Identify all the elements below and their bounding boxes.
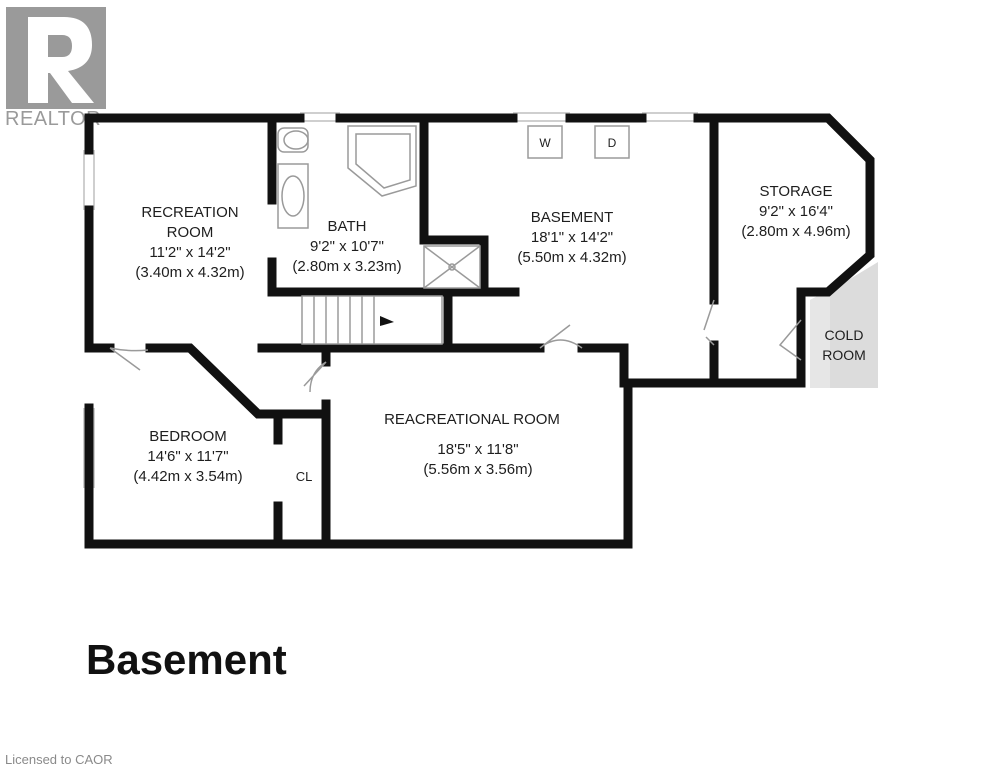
bath-name: BATH bbox=[328, 218, 367, 235]
washer-label: W bbox=[539, 136, 551, 150]
bedroom-name: BEDROOM bbox=[149, 428, 227, 445]
recreation-room-name-2: ROOM bbox=[167, 224, 214, 241]
storage-metric: (2.80m x 4.96m) bbox=[741, 223, 850, 240]
bath-imperial: 9'2" x 10'7" bbox=[310, 238, 384, 255]
stairs bbox=[301, 295, 443, 345]
closet-name: CL bbox=[296, 469, 313, 484]
floor-title: Basement bbox=[86, 636, 287, 683]
door-swings bbox=[109, 299, 802, 393]
license-text: Licensed to CAOR bbox=[5, 752, 113, 767]
recreation-room-metric: (3.40m x 4.32m) bbox=[135, 264, 244, 281]
basement-imperial: 18'1" x 14'2" bbox=[531, 229, 613, 246]
recreation-room-imperial: 11'2" x 14'2" bbox=[149, 244, 230, 261]
realtor-logo-icon bbox=[6, 7, 106, 109]
storage-imperial: 9'2" x 16'4" bbox=[759, 203, 833, 220]
bedroom-imperial: 14'6" x 11'7" bbox=[147, 448, 228, 465]
basement-metric: (5.50m x 4.32m) bbox=[517, 249, 626, 266]
bath-metric: (2.80m x 3.23m) bbox=[292, 258, 401, 275]
bath-fixtures bbox=[277, 125, 481, 289]
dryer-icon bbox=[594, 125, 630, 159]
basement-name: BASEMENT bbox=[531, 209, 614, 226]
cold-room-name: COLD bbox=[825, 327, 864, 343]
cold-room-name-2: ROOM bbox=[822, 347, 866, 363]
washer-icon bbox=[527, 125, 563, 159]
walls bbox=[84, 113, 875, 549]
reacreational-room-imperial: 18'5" x 11'8" bbox=[437, 441, 518, 458]
reacreational-room-metric: (5.56m x 3.56m) bbox=[423, 461, 532, 478]
recreation-room-name: RECREATION bbox=[141, 204, 238, 221]
reacreational-room-name: REACREATIONAL ROOM bbox=[384, 411, 560, 428]
bedroom-metric: (4.42m x 3.54m) bbox=[133, 468, 242, 485]
dryer-label: D bbox=[608, 136, 617, 150]
realtor-logo-text: REALTOR bbox=[5, 108, 102, 130]
stairs-arrow-icon bbox=[380, 316, 394, 326]
storage-name: STORAGE bbox=[759, 183, 832, 200]
